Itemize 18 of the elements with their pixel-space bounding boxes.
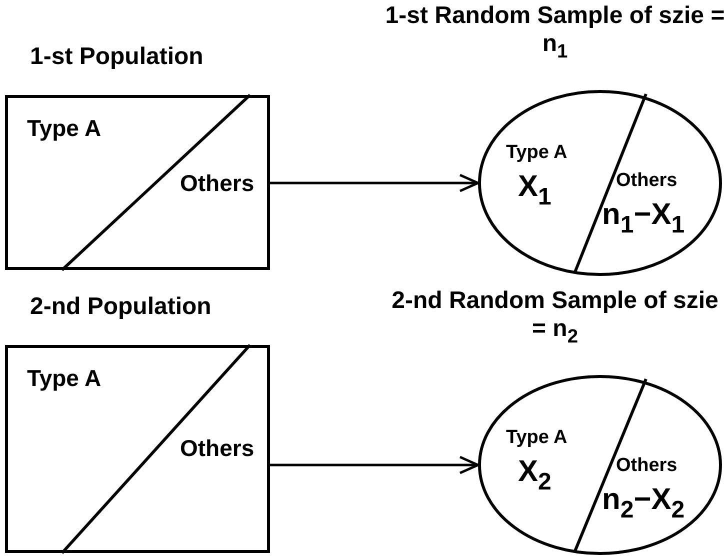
type-label: Others	[616, 455, 678, 477]
type-label: Type A	[506, 427, 568, 449]
type-label: Type A	[506, 142, 568, 164]
arrow	[270, 174, 480, 192]
sample-heading: 1-st Random Sample of szie = n$_{1}$	[385, 2, 725, 64]
type-label: Type A	[27, 115, 102, 142]
arrow	[270, 456, 480, 474]
population-heading: 2-nd Population	[30, 293, 212, 321]
count-label: X$_{2}$	[518, 455, 552, 496]
count-label: n$_{1}$−X$_{1}$	[602, 198, 685, 239]
count-label: X$_{1}$	[518, 170, 552, 211]
count-label: n$_{2}$−X$_{2}$	[602, 483, 685, 524]
type-label: Type A	[27, 365, 102, 392]
population-heading: 1-st Population	[30, 43, 204, 71]
type-label: Others	[616, 170, 678, 192]
type-label: Others	[180, 170, 254, 196]
type-label: Others	[180, 435, 254, 462]
sample-heading: 2-nd Random Sample of szie = n$_{2}$	[390, 287, 720, 348]
